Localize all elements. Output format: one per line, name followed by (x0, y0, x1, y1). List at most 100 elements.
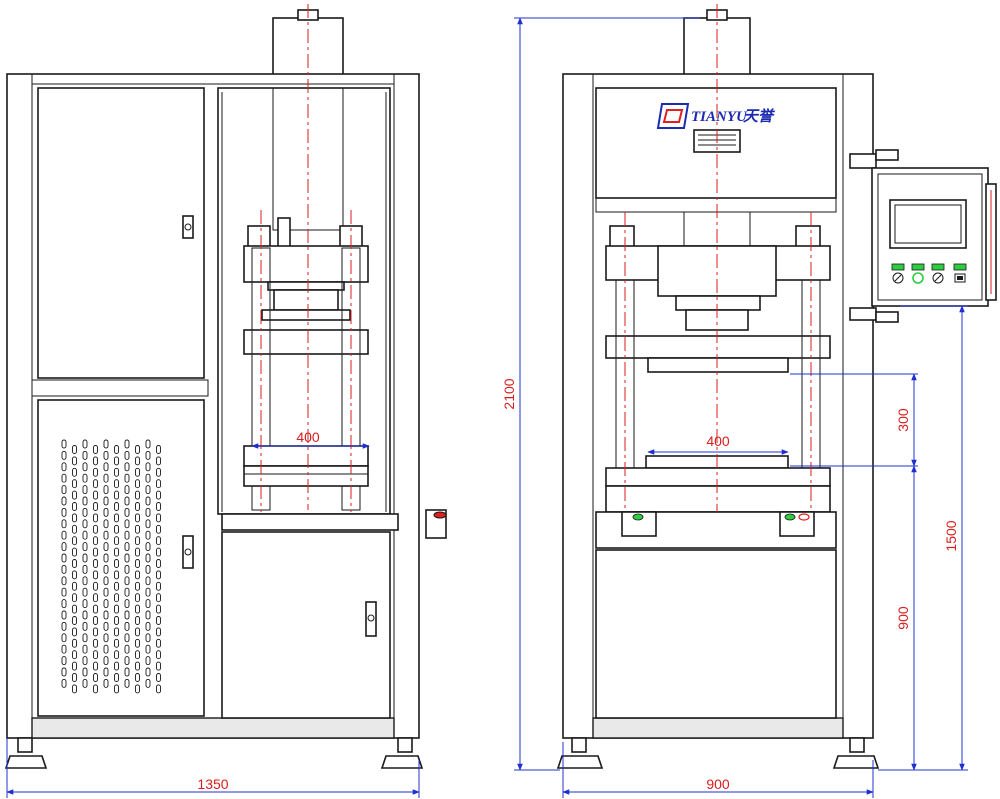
vent-slot (135, 684, 140, 694)
vent-slot (135, 536, 140, 546)
side-platen-dim-label: 400 (296, 429, 320, 445)
vent-slot (72, 581, 77, 591)
vent-slot (156, 467, 161, 477)
control-buttons (891, 263, 967, 284)
vent-slot (82, 610, 88, 620)
vent-slot (135, 502, 140, 511)
selector-switch-icon[interactable] (892, 272, 904, 284)
vent-slot (135, 627, 140, 637)
vent-slot (124, 439, 130, 449)
indicator-green-right-icon (784, 513, 796, 521)
vent-slot (103, 633, 109, 643)
touch-screen[interactable] (889, 199, 967, 249)
indicator-green-left-icon (632, 513, 644, 521)
vent-slot (124, 633, 130, 643)
vent-slot (103, 530, 109, 540)
vent-slot (72, 524, 77, 534)
vent-slot (93, 536, 98, 546)
vent-slot (145, 678, 151, 688)
vent-slot (156, 593, 161, 603)
vent-slot (114, 559, 119, 568)
vent-slot (103, 507, 109, 517)
vent-slot (93, 445, 98, 454)
vent-slot (72, 490, 77, 500)
vent-slot (124, 450, 130, 460)
vent-slot (61, 507, 67, 517)
vent-slot (145, 587, 151, 597)
vent-slot (72, 536, 77, 546)
brand-name-latin: TIANYU (691, 109, 748, 125)
vent-slot (103, 553, 109, 563)
total-height-dim-label: 2100 (501, 378, 517, 409)
vent-slot (114, 604, 119, 614)
vent-slot (82, 599, 88, 609)
vent-slot (82, 621, 88, 631)
side-width-dim-label: 1350 (197, 776, 228, 792)
vent-slot (82, 656, 88, 666)
mode-switch-icon[interactable] (932, 272, 944, 284)
vent-slot (61, 553, 67, 563)
vent-slot (61, 633, 67, 643)
vent-slot (93, 559, 98, 568)
vent-slot (82, 553, 88, 563)
vent-slot (72, 467, 77, 477)
vent-slot (72, 479, 77, 489)
vent-slot (145, 633, 151, 643)
vent-slot (61, 587, 67, 597)
vent-slot (103, 667, 109, 677)
vent-slot (156, 502, 161, 511)
stop-button[interactable] (954, 273, 966, 283)
vent-slot (103, 564, 109, 574)
vent-slot (145, 599, 151, 609)
side-foot-right (380, 755, 424, 769)
vent-slot (145, 473, 151, 483)
front-width-dim-label: 900 (706, 776, 730, 792)
vent-slot (124, 530, 130, 540)
vent-slot (135, 445, 140, 454)
vent-slot (114, 456, 119, 466)
vent-slot (61, 439, 67, 449)
vent-slot (114, 479, 119, 489)
start-button[interactable] (912, 272, 924, 284)
vent-slot (135, 524, 140, 534)
vent-slot (135, 616, 140, 625)
vent-slot (82, 450, 88, 460)
vent-slot (135, 581, 140, 591)
vent-slot (145, 542, 151, 552)
vent-slot (145, 462, 151, 472)
vent-slot (145, 667, 151, 677)
vent-slot (93, 502, 98, 511)
vent-slot (93, 524, 98, 534)
vent-slot (124, 644, 130, 654)
vent-slot (93, 661, 98, 671)
vent-slot (103, 462, 109, 472)
vent-slot (156, 684, 161, 694)
vent-slot (156, 627, 161, 637)
vent-slot (61, 473, 67, 483)
vent-slot (114, 673, 119, 682)
vent-slot (82, 519, 88, 529)
vent-slot (72, 684, 77, 694)
vent-slot (156, 536, 161, 546)
vent-slot (61, 485, 67, 495)
vent-slot (61, 450, 67, 460)
vent-slot (145, 496, 151, 506)
vent-slot (93, 638, 98, 648)
vent-slot (124, 473, 130, 483)
vent-slot (103, 473, 109, 483)
vent-slot (114, 513, 119, 523)
vent-slot (82, 439, 88, 449)
vent-slot (156, 559, 161, 568)
vent-slot (135, 570, 140, 580)
vent-slot (72, 627, 77, 637)
vent-slot (124, 587, 130, 597)
vent-slot (114, 627, 119, 637)
vent-slot (135, 604, 140, 614)
vent-slot (156, 570, 161, 580)
vent-slot (72, 638, 77, 648)
vent-slot (82, 644, 88, 654)
vent-slot (93, 456, 98, 466)
vent-slot (114, 661, 119, 671)
vent-perforation-grid (61, 439, 161, 694)
vent-slot (72, 445, 77, 454)
